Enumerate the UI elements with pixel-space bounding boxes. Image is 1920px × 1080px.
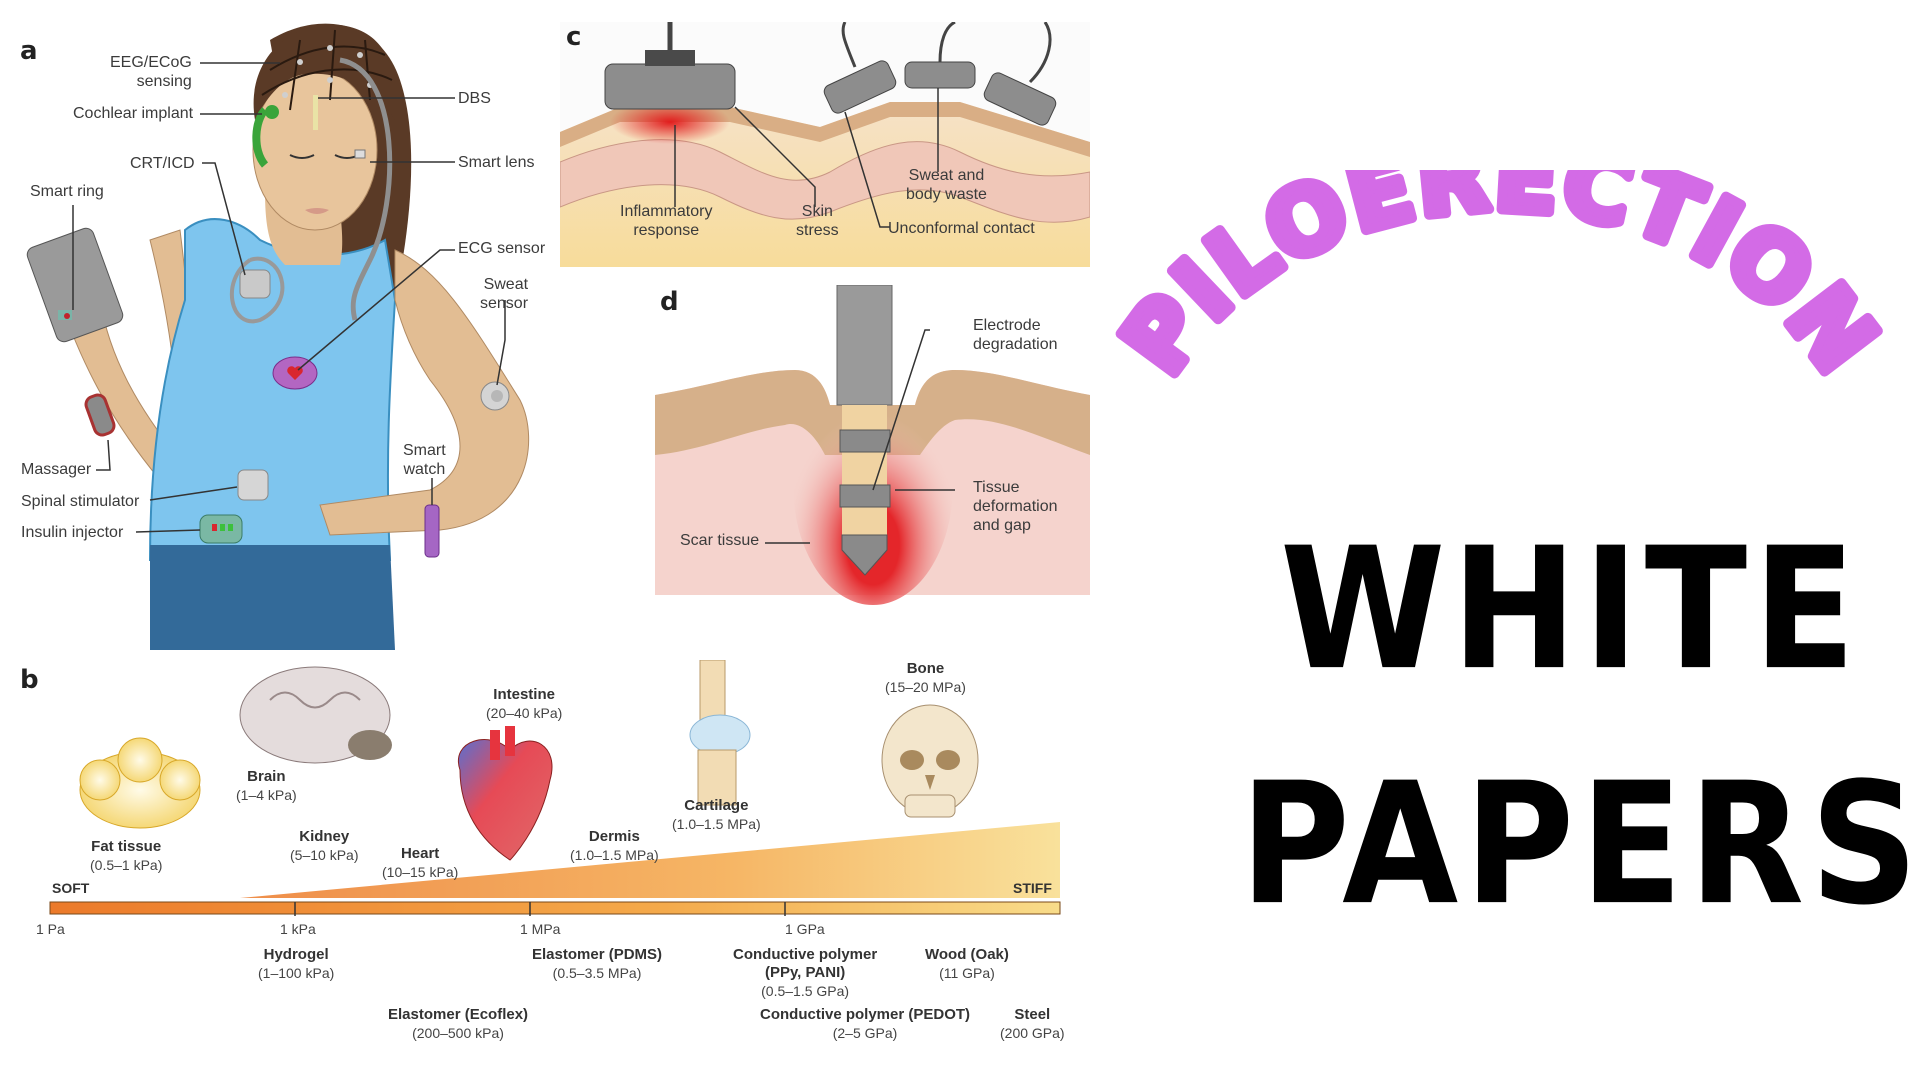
skin-interface-illustration — [560, 22, 1090, 267]
label-electrode-line1: Electrode — [973, 317, 1041, 334]
label-spinal-stimulator: Spinal stimulator — [21, 493, 140, 510]
label-insulin-injector: Insulin injector — [21, 524, 124, 541]
panel-letter-b: b — [20, 665, 39, 695]
label-tissue-line3: and gap — [973, 517, 1031, 534]
label-watch-line1: Smart — [403, 442, 446, 459]
tissue-kidney: Kidney(5–10 kPa) — [290, 828, 359, 863]
tick-label-1gpa: 1 GPa — [785, 921, 825, 937]
label-eeg-line2: sensing — [136, 73, 192, 90]
label-massager: Massager — [21, 461, 92, 478]
tissue-heart: Heart(10–15 kPa) — [382, 845, 459, 880]
label-electrode-line2: degradation — [973, 336, 1058, 353]
label-tissue-deformation: Tissue deformation and gap — [973, 478, 1058, 535]
panel-letter-c: c — [566, 22, 582, 52]
label-smart-watch: Smart watch — [403, 441, 446, 479]
stiffness-scale-illustration — [49, 660, 1061, 916]
material-wood-oak: Wood (Oak)(11 GPa) — [925, 946, 1009, 981]
label-cochlear-implant: Cochlear implant — [73, 105, 194, 122]
label-sweat-body-waste: Sweat and body waste — [906, 166, 987, 204]
tick-label-1kpa: 1 kPa — [280, 921, 316, 937]
tick-label-1pa: 1 Pa — [36, 921, 65, 937]
stiffness-bar — [49, 901, 1061, 915]
label-eeg-line1: EEG/ECoG — [110, 54, 192, 71]
soft-label: SOFT — [52, 880, 90, 896]
material-pdms: Elastomer (PDMS)(0.5–3.5 MPa) — [532, 946, 663, 981]
heart-icon — [457, 726, 553, 861]
stiff-label: STIFF — [1013, 880, 1052, 896]
tissue-dermis: Dermis(1.0–1.5 MPa) — [570, 828, 659, 863]
panel-letter-d: d — [660, 287, 679, 317]
panel-letter-a: a — [20, 36, 38, 66]
title-line-white: WHITE — [1280, 512, 1862, 708]
material-steel: Steel(200 GPa) — [1000, 1006, 1065, 1041]
label-watch-line2: watch — [403, 461, 446, 478]
label-crt-icd: CRT/ICD — [130, 155, 195, 172]
tissue-brain: Brain(1–4 kPa) — [236, 768, 297, 803]
label-ecg-sensor: ECG sensor — [458, 240, 546, 257]
arc-title-textpath: PILOERECTION — [1096, 170, 1901, 398]
piloerection-arc-title: PILOERECTION — [1096, 170, 1901, 398]
skull-bone-icon — [881, 704, 979, 818]
label-sweat-sensor: Sweat sensor — [480, 275, 528, 313]
material-ecoflex: Elastomer (Ecoflex)(200–500 kPa) — [388, 1006, 529, 1041]
label-unconformal-contact: Unconformal contact — [888, 220, 1035, 237]
label-scar-tissue: Scar tissue — [680, 532, 760, 549]
tissue-intestine: Intestine(20–40 kPa) — [486, 686, 563, 721]
material-hydrogel: Hydrogel(1–100 kPa) — [258, 946, 335, 981]
label-dbs: DBS — [458, 90, 491, 107]
tick-label-1mpa: 1 MPa — [520, 921, 561, 937]
label-inflammatory-response: Inflammatory response — [620, 202, 712, 240]
label-smart-lens: Smart lens — [458, 154, 535, 171]
label-inflam-line2: response — [633, 222, 700, 239]
label-smart-ring: Smart ring — [30, 183, 104, 200]
label-sweat-waste-line2: body waste — [906, 186, 987, 203]
material-ppy-pani: Conductive polymer(PPy, PANI)(0.5–1.5 GP… — [733, 946, 878, 999]
arc-title-text: PILOERECTION — [1101, 170, 1898, 393]
label-eeg-ecog: EEG/ECoG sensing — [110, 53, 192, 91]
label-skin-line2: stress — [796, 222, 839, 239]
label-tissue-line1: Tissue — [973, 479, 1020, 496]
label-sweat-line1: Sweat — [483, 276, 529, 293]
label-sweat-waste-line1: Sweat and — [908, 167, 985, 184]
label-sweat-line2: sensor — [480, 295, 529, 312]
fat-tissue-icon — [79, 737, 201, 829]
label-skin-line1: Skin — [801, 203, 833, 220]
wearable-figure-illustration — [26, 23, 530, 650]
label-skin-stress: Skin stress — [796, 202, 839, 240]
tissue-bone: Bone(15–20 MPa) — [885, 660, 966, 695]
implant-electrode-illustration — [655, 285, 1090, 605]
stiffness-wedge — [240, 822, 1060, 898]
tissue-fat: Fat tissue(0.5–1 kPa) — [90, 838, 163, 873]
cartilage-knee-icon — [689, 660, 751, 806]
label-tissue-line2: deformation — [973, 498, 1058, 515]
brain-icon — [239, 666, 392, 764]
tissue-cartilage: Cartilage(1.0–1.5 MPa) — [672, 797, 761, 832]
label-inflam-line1: Inflammatory — [620, 203, 713, 220]
material-pedot: Conductive polymer (PEDOT)(2–5 GPa) — [760, 1006, 971, 1041]
title-line-papers: PAPERS — [1240, 747, 1920, 943]
label-electrode-degradation: Electrode degradation — [973, 316, 1058, 354]
